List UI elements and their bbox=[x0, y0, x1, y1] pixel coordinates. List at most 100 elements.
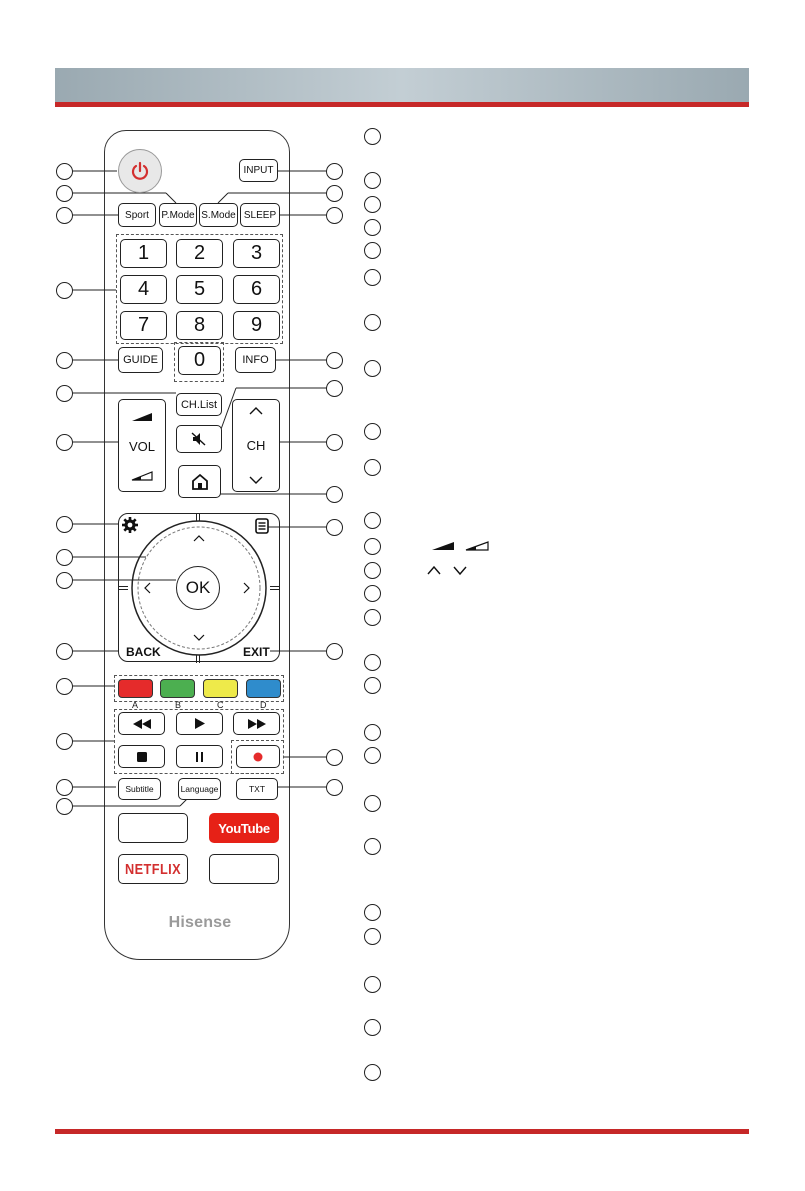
teletext-button[interactable]: TXT bbox=[236, 778, 278, 800]
list-marker bbox=[364, 928, 381, 945]
sound-mode-button[interactable]: S.Mode bbox=[199, 203, 238, 227]
back-button[interactable]: BACK bbox=[126, 645, 161, 659]
record-group bbox=[231, 740, 284, 774]
list-marker bbox=[364, 242, 381, 259]
arrow-down-icon[interactable] bbox=[193, 634, 205, 641]
list-marker bbox=[364, 838, 381, 855]
red-button[interactable] bbox=[118, 679, 153, 698]
callout-marker bbox=[326, 434, 343, 451]
youtube-button[interactable]: YouTube bbox=[209, 813, 279, 843]
color-label-d: D bbox=[260, 700, 267, 710]
netflix-button[interactable]: NETFLIX bbox=[118, 854, 188, 884]
list-marker bbox=[364, 314, 381, 331]
power-button[interactable] bbox=[118, 149, 162, 193]
color-label-b: B bbox=[175, 700, 182, 710]
pause-icon bbox=[195, 751, 203, 762]
fast-forward-icon bbox=[247, 718, 266, 729]
callout-marker bbox=[56, 643, 73, 660]
list-marker bbox=[364, 747, 381, 764]
play-button[interactable] bbox=[176, 712, 223, 735]
callout-marker bbox=[56, 185, 73, 202]
netflix-logo: NETFLIX bbox=[124, 860, 182, 878]
callout-marker bbox=[56, 385, 73, 402]
header-red-line bbox=[55, 102, 749, 107]
app-button-blank-1[interactable] bbox=[118, 813, 188, 843]
footer-red-line bbox=[55, 1129, 749, 1134]
menu-icon bbox=[255, 518, 269, 534]
list-marker bbox=[364, 795, 381, 812]
subtitle-button[interactable]: Subtitle bbox=[118, 778, 161, 800]
callout-marker bbox=[326, 519, 343, 536]
digit-2-button[interactable]: 2 bbox=[176, 239, 223, 268]
input-button[interactable]: INPUT bbox=[239, 159, 278, 182]
app-button-blank-2[interactable] bbox=[209, 854, 279, 884]
list-marker bbox=[364, 128, 381, 145]
ok-button[interactable]: OK bbox=[176, 566, 220, 610]
sport-button[interactable]: Sport bbox=[118, 203, 156, 227]
record-button[interactable] bbox=[236, 745, 280, 768]
digit-9-button[interactable]: 9 bbox=[233, 311, 280, 340]
exit-button[interactable]: EXIT bbox=[243, 645, 270, 659]
digit-0-button[interactable]: 0 bbox=[178, 346, 221, 375]
callout-marker bbox=[56, 434, 73, 451]
arrow-left-icon[interactable] bbox=[144, 582, 151, 594]
channel-list-button[interactable]: CH.List bbox=[176, 393, 222, 416]
picture-mode-button[interactable]: P.Mode bbox=[159, 203, 197, 227]
digit-3-button[interactable]: 3 bbox=[233, 239, 280, 268]
pause-button[interactable] bbox=[176, 745, 223, 768]
menu-button[interactable] bbox=[255, 518, 269, 534]
callout-marker bbox=[56, 282, 73, 299]
channel-up-icon bbox=[249, 407, 263, 415]
stop-button[interactable] bbox=[118, 745, 165, 768]
volume-label: VOL bbox=[128, 439, 155, 454]
color-label-a: A bbox=[132, 700, 139, 710]
digit-4-button[interactable]: 4 bbox=[120, 275, 167, 304]
callout-marker bbox=[326, 352, 343, 369]
digit-5-button[interactable]: 5 bbox=[176, 275, 223, 304]
home-button[interactable] bbox=[178, 465, 221, 498]
channel-rocker[interactable]: CH bbox=[232, 399, 280, 492]
callout-marker bbox=[326, 380, 343, 397]
guide-button[interactable]: GUIDE bbox=[118, 347, 163, 373]
volume-up-icon bbox=[132, 413, 152, 421]
settings-button[interactable] bbox=[121, 516, 139, 534]
dpad-ticks bbox=[118, 586, 128, 590]
stop-icon bbox=[136, 751, 147, 762]
list-marker bbox=[364, 360, 381, 377]
youtube-logo: YouTube bbox=[218, 820, 270, 836]
language-button[interactable]: Language bbox=[178, 778, 221, 800]
yellow-button[interactable] bbox=[203, 679, 238, 698]
list-marker bbox=[364, 724, 381, 741]
digit-7-button[interactable]: 7 bbox=[120, 311, 167, 340]
list-marker bbox=[364, 585, 381, 602]
color-label-c: C bbox=[217, 700, 224, 710]
blue-button[interactable] bbox=[246, 679, 281, 698]
green-button[interactable] bbox=[160, 679, 195, 698]
digit-1-button[interactable]: 1 bbox=[120, 239, 167, 268]
numeric-keypad-group bbox=[116, 234, 283, 344]
callout-marker bbox=[326, 163, 343, 180]
callout-marker bbox=[56, 678, 73, 695]
list-marker bbox=[364, 1019, 381, 1036]
digit-8-button[interactable]: 8 bbox=[176, 311, 223, 340]
channel-down-icon bbox=[249, 476, 263, 484]
volume-rocker[interactable]: VOL bbox=[118, 399, 166, 492]
arrow-up-icon[interactable] bbox=[193, 535, 205, 542]
list-marker bbox=[364, 904, 381, 921]
play-icon bbox=[194, 718, 205, 729]
digit-6-button[interactable]: 6 bbox=[233, 275, 280, 304]
callout-marker bbox=[56, 798, 73, 815]
sleep-button[interactable]: SLEEP bbox=[240, 203, 280, 227]
rewind-button[interactable] bbox=[118, 712, 165, 735]
info-button[interactable]: INFO bbox=[235, 347, 276, 373]
callout-marker bbox=[326, 185, 343, 202]
arrow-right-icon[interactable] bbox=[243, 582, 250, 594]
brand-logo: Hisense bbox=[168, 914, 232, 931]
fast-forward-button[interactable] bbox=[233, 712, 280, 735]
list-marker bbox=[364, 512, 381, 529]
home-icon bbox=[191, 473, 208, 490]
volume-glyphs bbox=[432, 541, 489, 551]
channel-glyphs bbox=[427, 565, 467, 576]
mute-button[interactable] bbox=[176, 425, 222, 453]
